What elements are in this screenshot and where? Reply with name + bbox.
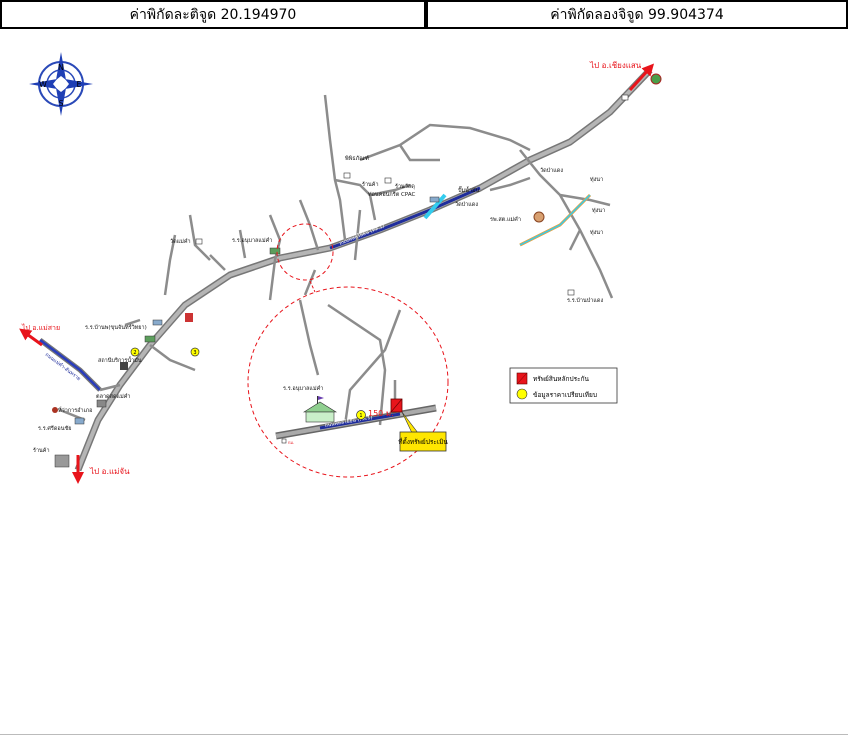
label-mall: ร้านค้า <box>33 447 50 454</box>
legend-property-label: ทรัพย์สินหลักประกัน <box>533 375 590 383</box>
label-to-chiang-saen: ไป อ.เชียงแสน <box>589 61 642 70</box>
label-market: ตลาดสดแม่คำ <box>96 393 130 400</box>
longitude-text: ค่าพิกัดลองจิจูด 99.904374 <box>550 6 724 23</box>
svg-text:กม.: กม. <box>288 440 294 445</box>
school-icon <box>567 289 575 296</box>
field-road <box>519 193 592 247</box>
comparable-markers: 2 3 <box>130 347 200 357</box>
label-gas-2: ปั๊มน้ำมัน <box>458 186 480 194</box>
compass-w: W <box>39 80 47 89</box>
longitude-cell: ค่าพิกัดลองจิจูด 99.904374 <box>425 0 848 29</box>
label-shop-2: ร้านวัสดุ <box>395 183 415 190</box>
svg-text:1: 1 <box>359 413 362 419</box>
mall-icon <box>54 454 70 468</box>
place-labels: วัดแม่คำ ร.ร.อนุบาลแม่คำ ร.ร.บ้านพ(ขุนจั… <box>33 155 605 454</box>
hospital-icon <box>185 313 193 322</box>
wat-icon <box>621 94 629 101</box>
gas-station-icon <box>120 362 128 370</box>
compass-rose: N S E W <box>29 52 93 116</box>
school-icon <box>269 247 281 255</box>
property-callout-label: ที่ตั้งทรัพย์ประเมิน <box>398 437 448 446</box>
label-gov-office: ที่ว่าการอำเภอ <box>58 406 93 414</box>
inset-map: ถนนพหลโยธิน (ทล.1) ร.ร.อนุบาลแม่คำ 1 150… <box>247 286 449 478</box>
label-cpac: ท่อนคอนกรีต CPAC <box>368 191 416 198</box>
building-icons <box>52 73 662 468</box>
building-icon <box>429 196 440 203</box>
label-temple-right: วัดป่าแดง <box>540 167 563 174</box>
label-to-mae-sai: ไป อ.แม่สาย <box>21 323 60 332</box>
zoom-circle-small <box>276 223 334 281</box>
wat-icon <box>384 177 392 184</box>
compass-n: N <box>58 63 64 72</box>
label-field-2: ทุ่งนา <box>592 208 605 214</box>
coordinate-bar: ค่าพิกัดละติจูด 20.194970 ค่าพิกัดลองจิจ… <box>0 0 848 31</box>
legend-comparable-label: ข้อมูลราคาเปรียบเทียบ <box>533 391 597 399</box>
label-field-3: ทุ่งนา <box>590 230 603 236</box>
landmark-icon <box>650 73 662 85</box>
label-field-1: ทุ่งนา <box>590 177 603 183</box>
wat-icon <box>343 172 351 179</box>
label-wat-top: พิพิธภัณฑ์ <box>345 155 370 162</box>
inset-school-icon <box>302 396 338 423</box>
hospital-icon <box>533 211 545 223</box>
market-icon <box>96 399 107 408</box>
school-icon <box>144 335 156 343</box>
legend: ทรัพย์สินหลักประกัน ข้อมูลราคาเปรียบเทีย… <box>509 367 618 404</box>
label-gas: สถานีบริการน้ำมัน <box>98 356 142 364</box>
latitude-cell: ค่าพิกัดละติจูด 20.194970 <box>0 0 425 29</box>
compass-e: E <box>76 80 81 89</box>
label-wat-1: วัดแม่คำ <box>170 238 191 245</box>
latitude-text: ค่าพิกัดละติจูด 20.194970 <box>129 6 297 23</box>
compass-s: S <box>58 99 63 108</box>
bottom-divider <box>0 734 848 735</box>
inset-comparable-marker <box>356 410 366 420</box>
svg-text:2: 2 <box>133 350 136 356</box>
inset-distance: 150 ม. <box>368 409 394 418</box>
label-wat-sai: วัดป่าแดง <box>455 201 478 208</box>
wat-icon <box>195 238 203 245</box>
label-school-main: ร.ร.อนุบาลแม่คำ <box>232 237 272 244</box>
direction-arrows <box>19 63 655 484</box>
legend-comparable-icon <box>516 388 528 400</box>
svg-text:3: 3 <box>193 350 196 356</box>
building-icon <box>74 417 85 425</box>
label-shop-1: ร้านค้า <box>362 181 379 188</box>
label-temple-2: ร.ร.ศรีดอนชัย <box>38 425 71 432</box>
main-highway <box>38 67 653 472</box>
canal-segment <box>423 193 447 220</box>
north-arrow-icon <box>56 52 66 80</box>
gov-office-icon <box>52 407 58 413</box>
inset-school-label: ร.ร.อนุบาลแม่คำ <box>283 385 323 392</box>
property-callout <box>399 431 447 452</box>
label-hospital: รพ.สต.แม่คำ <box>490 216 521 223</box>
label-school-2: ร.ร.บ้านพ(ขุนจันทร์วิทยา) <box>85 324 147 331</box>
label-to-mae-chan: ไป อ.แม่จัน <box>89 467 130 476</box>
building-icon <box>152 319 163 326</box>
location-map: N S E W <box>19 52 662 484</box>
label-school-right: ร.ร.บ้านป่าแดง <box>567 297 603 304</box>
secondary-roads <box>59 94 614 422</box>
